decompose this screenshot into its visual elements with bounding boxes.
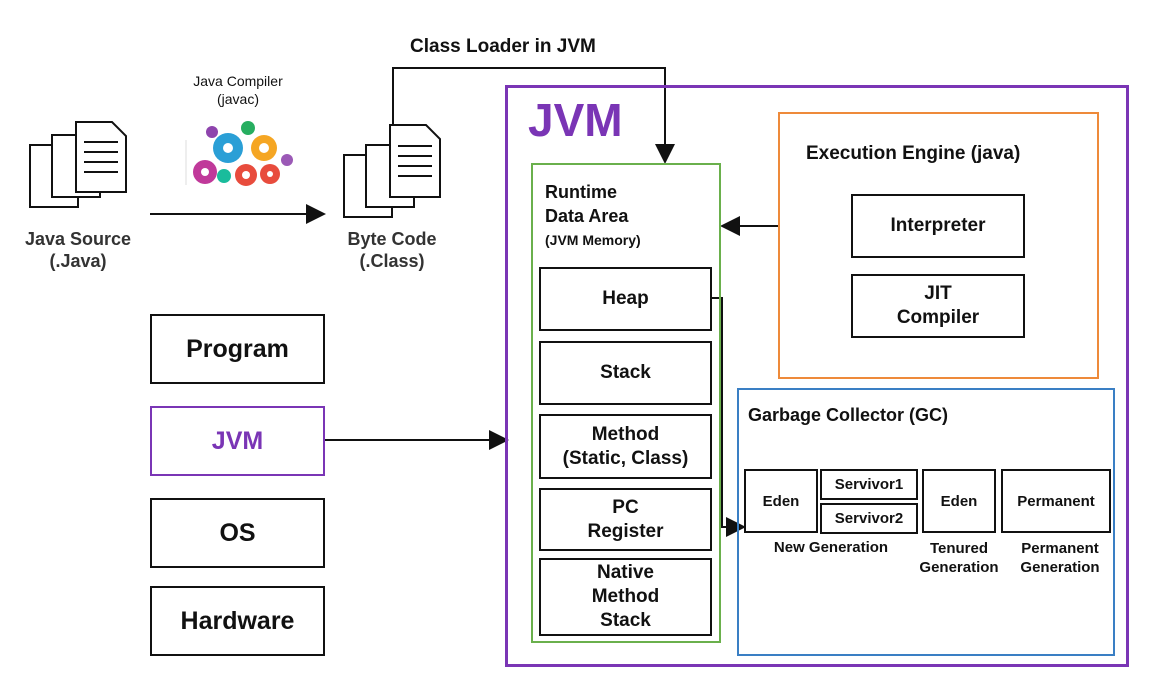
document-stack-icon-bytecode	[343, 124, 441, 218]
layer-jvm: JVM	[150, 406, 325, 476]
new-generation-label: New Generation	[773, 539, 889, 556]
jvm-container	[505, 85, 1129, 667]
java-compiler-label: Java Compiler (javac)	[193, 73, 283, 107]
area-heap: Heap	[539, 267, 712, 331]
runtime-subtitle: (JVM Memory)	[545, 232, 641, 248]
runtime-data-area	[531, 163, 721, 643]
interpreter-box: Interpreter	[851, 194, 1025, 258]
permanent-generation-label: Permanent Generation	[1020, 540, 1100, 576]
layer-os: OS	[150, 498, 325, 568]
execution-engine	[778, 112, 1099, 379]
gc-eden-new: Eden	[744, 469, 818, 533]
execution-engine-title: Execution Engine (java)	[806, 143, 1021, 164]
layer-program: Program	[150, 314, 325, 384]
area-method: Method (Static, Class)	[539, 414, 712, 479]
class-loader-label: Class Loader in JVM	[410, 36, 596, 57]
garbage-collector	[737, 388, 1115, 656]
gc-title: Garbage Collector (GC)	[748, 405, 949, 425]
gc-permanent: Permanent	[1001, 469, 1111, 533]
gc-eden-tenured: Eden	[922, 469, 996, 533]
area-stack: Stack	[539, 341, 712, 405]
layer-hardware: Hardware	[150, 586, 325, 656]
area-pc-register: PC Register	[539, 488, 712, 551]
arrow-heap-to-gc	[712, 297, 746, 537]
java-source-label: Java Source (.Java)	[24, 229, 132, 271]
area-native-method-stack: Native Method Stack	[539, 558, 712, 636]
runtime-title: Runtime Data Area	[545, 182, 629, 226]
document-stack-icon-source	[29, 121, 127, 208]
jvm-title: JVM	[528, 94, 623, 146]
gc-survivor1: Servivor1	[820, 469, 918, 500]
jit-compiler-box: JIT Compiler	[851, 274, 1025, 338]
byte-code-label: Byte Code (.Class)	[347, 229, 437, 271]
gc-survivor2: Servivor2	[820, 503, 918, 534]
gears-icon	[193, 121, 293, 186]
tenured-generation-label: Tenured Generation	[919, 540, 999, 576]
arrow-class-loader	[392, 67, 675, 164]
